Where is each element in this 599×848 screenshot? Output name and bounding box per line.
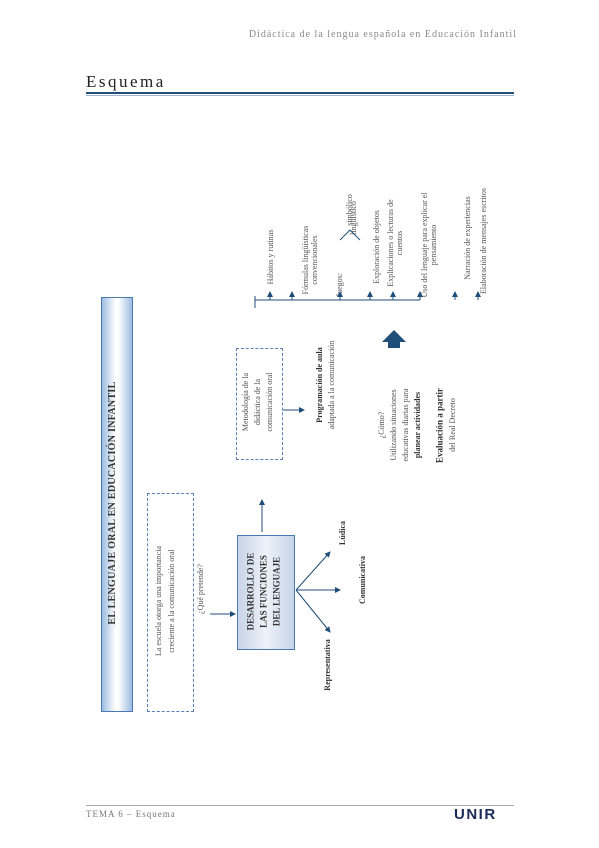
functions-box bbox=[237, 535, 295, 650]
title-divider bbox=[86, 92, 514, 96]
footer-label: TEMA 6 – Esquema bbox=[86, 809, 176, 819]
unir-logo: UNIR bbox=[454, 806, 497, 823]
school-note-box bbox=[147, 493, 194, 712]
main-title-banner bbox=[101, 297, 133, 712]
methodology-box bbox=[236, 348, 283, 460]
course-header: Didáctica de la lengua española en Educa… bbox=[248, 29, 517, 40]
footer-divider bbox=[86, 805, 514, 806]
section-title: Esquema bbox=[86, 72, 166, 91]
